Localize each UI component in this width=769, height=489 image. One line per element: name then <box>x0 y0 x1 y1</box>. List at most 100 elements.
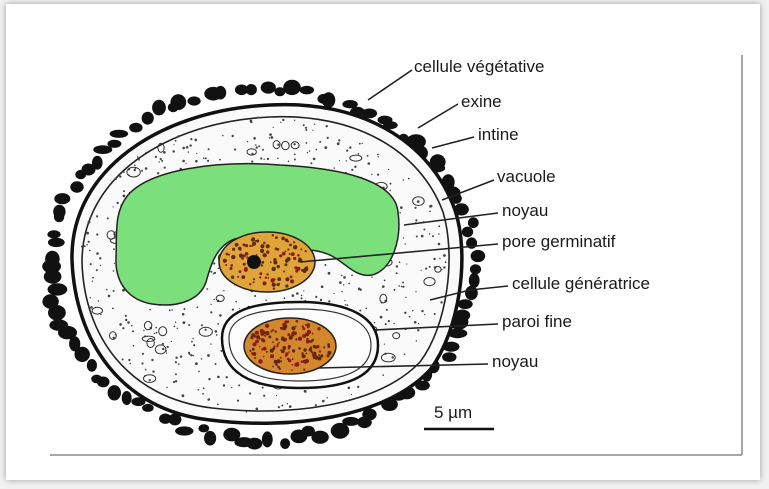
exine-granule <box>215 86 226 100</box>
cytoplasm-dot <box>421 235 424 238</box>
chromatin-dot <box>280 360 282 362</box>
cytoplasm-dot <box>287 403 288 404</box>
cytoplasm-dot <box>106 289 108 291</box>
cytoplasm-dot <box>203 157 205 159</box>
cytoplasm-dot <box>84 245 86 247</box>
chromatin-dot <box>270 354 274 358</box>
cytoplasm-dot <box>193 355 194 356</box>
chromatin-dot <box>298 347 301 350</box>
chromatin-dot <box>303 360 306 363</box>
chromatin-dot <box>287 248 289 250</box>
chromatin-dot <box>266 244 270 248</box>
cytoplasm-dot <box>301 295 303 297</box>
chromatin-dot <box>288 345 291 348</box>
exine-granule <box>471 250 486 262</box>
chromatin-dot <box>270 349 274 353</box>
cytoplasm-dot <box>394 289 396 291</box>
chromatin-dot <box>263 254 266 257</box>
chromatin-dot <box>230 264 233 267</box>
cytoplasm-dot <box>89 250 91 252</box>
chromatin-dot <box>223 259 227 263</box>
cytoplasm-dot <box>277 144 279 146</box>
cytoplasm-dot <box>213 273 214 274</box>
cytoplasm-dot <box>218 268 220 270</box>
chromatin-dot <box>289 244 292 247</box>
cytoplasm-dot <box>207 398 210 401</box>
cytoplasm-dot <box>429 205 431 207</box>
exine-granule <box>129 123 142 133</box>
label-germ-pore: pore germinatif <box>502 232 616 251</box>
cytoplasm-dot <box>305 129 307 131</box>
chromatin-dot <box>237 276 239 278</box>
cytoplasm-dot <box>99 257 101 259</box>
exine-granule <box>188 96 201 105</box>
cytoplasm-dot <box>131 325 133 327</box>
cytoplasm-dot <box>201 324 203 326</box>
cytoplasm-dot <box>303 290 304 291</box>
exine-granule <box>70 181 83 192</box>
cytoplasm-dot <box>282 119 284 121</box>
chromatin-dot <box>279 254 282 257</box>
cytoplasm-dot <box>198 371 200 373</box>
chromatin-dot <box>307 330 311 334</box>
chromatin-dot <box>293 241 295 243</box>
exine-granule <box>204 431 216 446</box>
chromatin-dot <box>292 331 296 335</box>
cytoplasm-dot <box>182 160 185 163</box>
cytoplasm-dot <box>175 373 177 375</box>
cytoplasm-dot <box>405 243 406 244</box>
cytoplasm-dot <box>149 309 151 311</box>
chromatin-dot <box>306 340 310 344</box>
label-nucleus-generative: noyau <box>492 352 538 371</box>
cytoplasm-dot <box>177 135 179 137</box>
chromatin-dot <box>243 255 246 258</box>
chromatin-dot <box>285 284 288 287</box>
cytoplasm-dot <box>399 212 401 214</box>
cytoplasm-dot <box>415 219 417 221</box>
chromatin-dot <box>241 275 245 279</box>
exine-granule <box>442 352 456 362</box>
cytoplasm-dot <box>289 405 292 408</box>
chromatin-dot <box>320 354 323 357</box>
chromatin-dot <box>259 338 261 340</box>
chromatin-dot <box>249 245 251 247</box>
chromatin-dot <box>303 269 307 273</box>
cytoplasm-dot <box>269 133 272 136</box>
chromatin-dot <box>261 348 263 350</box>
chromatin-dot <box>230 267 233 270</box>
chromatin-dot <box>261 338 264 341</box>
cytoplasm-dot <box>359 310 361 312</box>
chromatin-dot <box>255 331 259 335</box>
chromatin-dot <box>283 346 287 350</box>
cytoplasm-dot <box>155 327 157 329</box>
cytoplasm-dot <box>207 160 209 162</box>
cytoplasm-dot <box>90 263 92 265</box>
cytoplasm-dot <box>288 161 290 163</box>
cytoplasm-dot <box>254 295 256 297</box>
cytoplasm-dot <box>98 300 100 302</box>
chromatin-dot <box>287 333 290 336</box>
cytoplasm-dot <box>396 265 398 267</box>
leader-vegetative-cell <box>368 70 412 100</box>
cytoplasm-dot <box>208 148 210 150</box>
cytoplasm-dot <box>338 139 340 141</box>
cytoplasm-dot <box>98 201 99 202</box>
cytoplasm-dot <box>134 164 136 166</box>
cytoplasm-dot <box>210 271 212 273</box>
chromatin-dot <box>277 277 281 281</box>
chromatin-dot <box>245 267 248 270</box>
chromatin-dot <box>235 243 239 247</box>
cytoplasm-dot <box>324 146 327 149</box>
cytoplasm-dot <box>112 308 114 310</box>
chromatin-dot <box>272 329 274 331</box>
cytoplasm-dot <box>294 120 295 121</box>
chromatin-dot <box>283 271 285 273</box>
cytoplasm-dot <box>210 343 211 344</box>
cytoplasm-dot <box>196 306 198 308</box>
cytoplasm-dot <box>402 286 404 288</box>
chromatin-dot <box>253 278 255 280</box>
cytoplasm-dot <box>188 352 190 354</box>
chromatin-dot <box>263 347 267 351</box>
exine-granule <box>54 193 70 204</box>
